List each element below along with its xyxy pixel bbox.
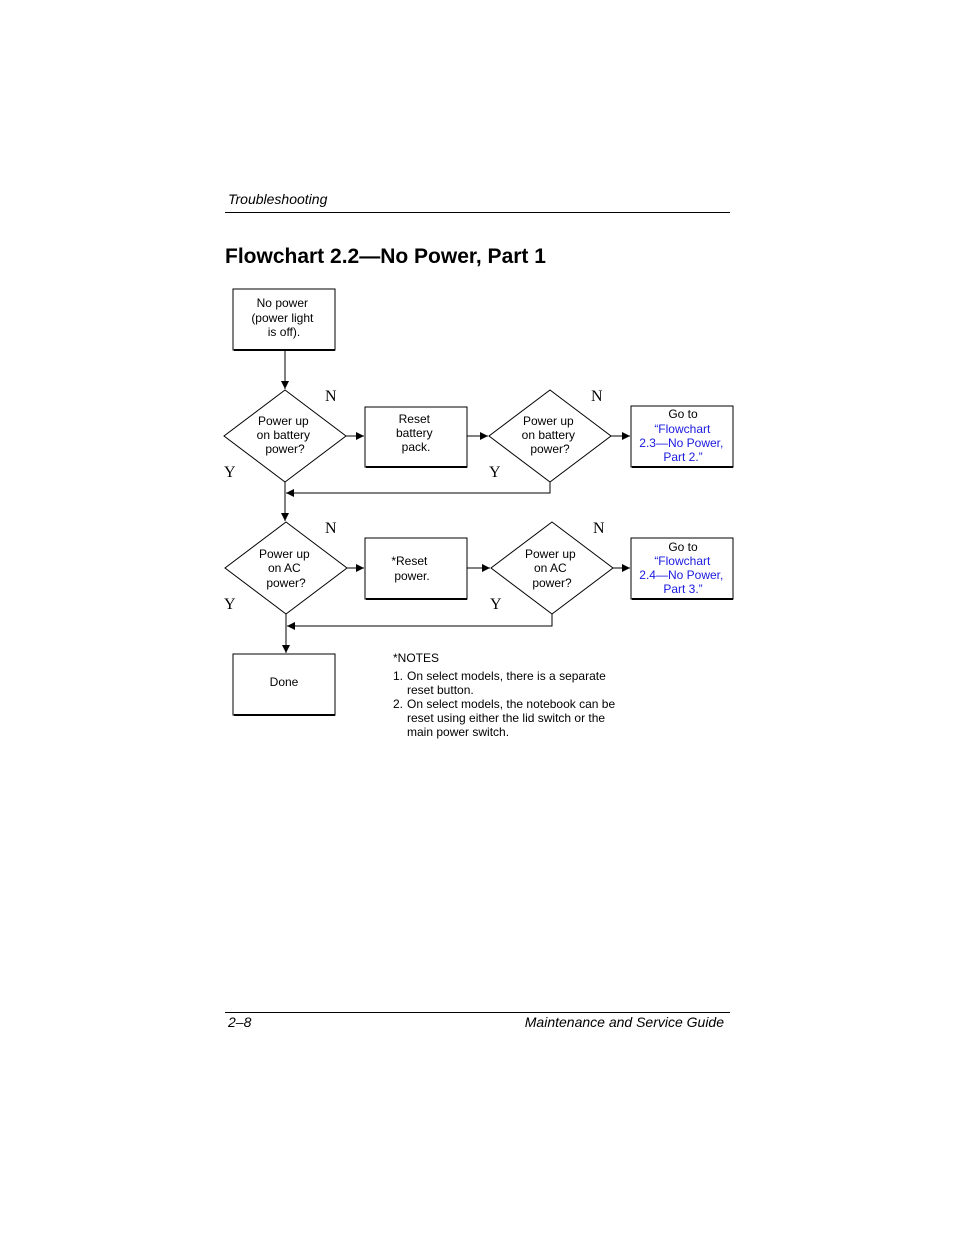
svg-text:Go to: Go to	[668, 540, 698, 554]
goto-prefix: Go to	[668, 540, 698, 554]
decision-line: on AC	[534, 561, 567, 575]
done-label: Done	[270, 675, 299, 689]
yes-label: Y	[224, 464, 236, 481]
page-title: Flowchart 2.2—No Power, Part 1	[225, 245, 546, 268]
reset-battery-line: Reset	[399, 412, 431, 426]
header-rule	[225, 212, 730, 213]
running-head: Troubleshooting	[228, 191, 328, 207]
note-number: 1.	[393, 669, 404, 683]
link-line: “Flowchart	[654, 422, 711, 436]
note-text: On select models, the notebook can be re…	[407, 697, 616, 739]
start-line: (power light	[251, 311, 314, 325]
notes-heading: *NOTES	[393, 651, 440, 665]
notes: *NOTES 1. On select models, there is a s…	[393, 651, 623, 739]
decision-line: on battery	[522, 428, 575, 442]
decision-line: Power up	[259, 547, 310, 561]
start-line: No power	[257, 296, 308, 310]
svg-text:Go to: Go to	[668, 407, 698, 421]
goto-flowchart-2-3-box: Go to “Flowchart 2.3—No Power, Part 2.”	[630, 405, 734, 468]
start-box: No power (power light is off).	[232, 288, 336, 351]
reset-line: power.	[394, 569, 429, 583]
note-item: 2. On select models, the notebook can be…	[393, 697, 623, 739]
reset-battery-box: Reset battery pack.	[364, 406, 468, 468]
goto-prefix: Go to	[668, 407, 698, 421]
decision-line: Power up	[525, 547, 576, 561]
decision-ac-2: Power up on AC power?	[490, 521, 614, 615]
svg-text:Power up on battery: Power up on battery power?	[257, 414, 314, 456]
done-box: Done	[232, 653, 336, 716]
reset-line: *Reset	[391, 554, 428, 568]
svg-text:No power (power light: No power (power light is off).	[251, 296, 316, 339]
link-line: “Flowchart	[654, 554, 711, 568]
reset-power-box: *Reset power.	[364, 537, 468, 600]
yes-label: Y	[224, 596, 236, 613]
decision-line: power?	[265, 442, 305, 456]
decision-line: Power up	[523, 414, 574, 428]
no-label: N	[325, 520, 337, 537]
link-line: 2.4—No Power,	[639, 568, 723, 582]
decision-line: power?	[530, 442, 570, 456]
yes-label: Y	[490, 596, 502, 613]
flowchart-2-3-link[interactable]: “Flowchart 2.3—No Power, Part 2.”	[639, 422, 726, 464]
no-label: N	[593, 520, 605, 537]
decision-ac-1: Power up on AC power?	[224, 521, 348, 615]
decision-line: on AC	[268, 561, 301, 575]
decision-line: power?	[266, 576, 306, 590]
start-line: is off).	[268, 325, 300, 339]
svg-text:Power up on battery: Power up on battery power?	[522, 414, 579, 456]
decision-line: Power up	[258, 414, 309, 428]
arrow-d2-yes-back	[286, 482, 551, 497]
note-number: 2.	[393, 697, 404, 711]
svg-text:Reset battery pack: Reset battery pack.	[396, 412, 436, 454]
link-line: Part 2.”	[663, 450, 702, 464]
decision-line: power?	[532, 576, 572, 590]
guide-title: Maintenance and Service Guide	[524, 1014, 724, 1030]
decision-battery-1: Power up on battery power?	[223, 389, 347, 483]
footer-rule	[225, 1012, 730, 1013]
goto-flowchart-2-4-box: Go to “Flowchart 2.4—No Power, Part 3.”	[630, 537, 734, 600]
arrow-d4-yes-back	[287, 614, 553, 630]
link-line: 2.3—No Power,	[639, 436, 723, 450]
reset-battery-line: battery	[396, 426, 433, 440]
yes-label: Y	[489, 464, 501, 481]
flowchart-2-4-link[interactable]: “Flowchart 2.4—No Power, Part 3.”	[639, 554, 726, 596]
note-item: 1. On select models, there is a separate…	[393, 669, 623, 697]
svg-text:*Reset power.: *Reset power.	[391, 554, 430, 583]
no-label: N	[325, 388, 337, 405]
svg-text:Power up on AC pow: Power up on AC power?	[259, 547, 313, 590]
svg-text:Power up on AC pow: Power up on AC power?	[525, 547, 579, 590]
reset-battery-line: pack.	[402, 440, 431, 454]
link-line: Part 3.”	[663, 582, 702, 596]
page-number: 2–8	[228, 1014, 252, 1030]
no-label: N	[591, 388, 603, 405]
decision-battery-2: Power up on battery power?	[488, 389, 612, 483]
decision-line: on battery	[257, 428, 310, 442]
note-text: On select models, there is a separate re…	[407, 669, 606, 697]
